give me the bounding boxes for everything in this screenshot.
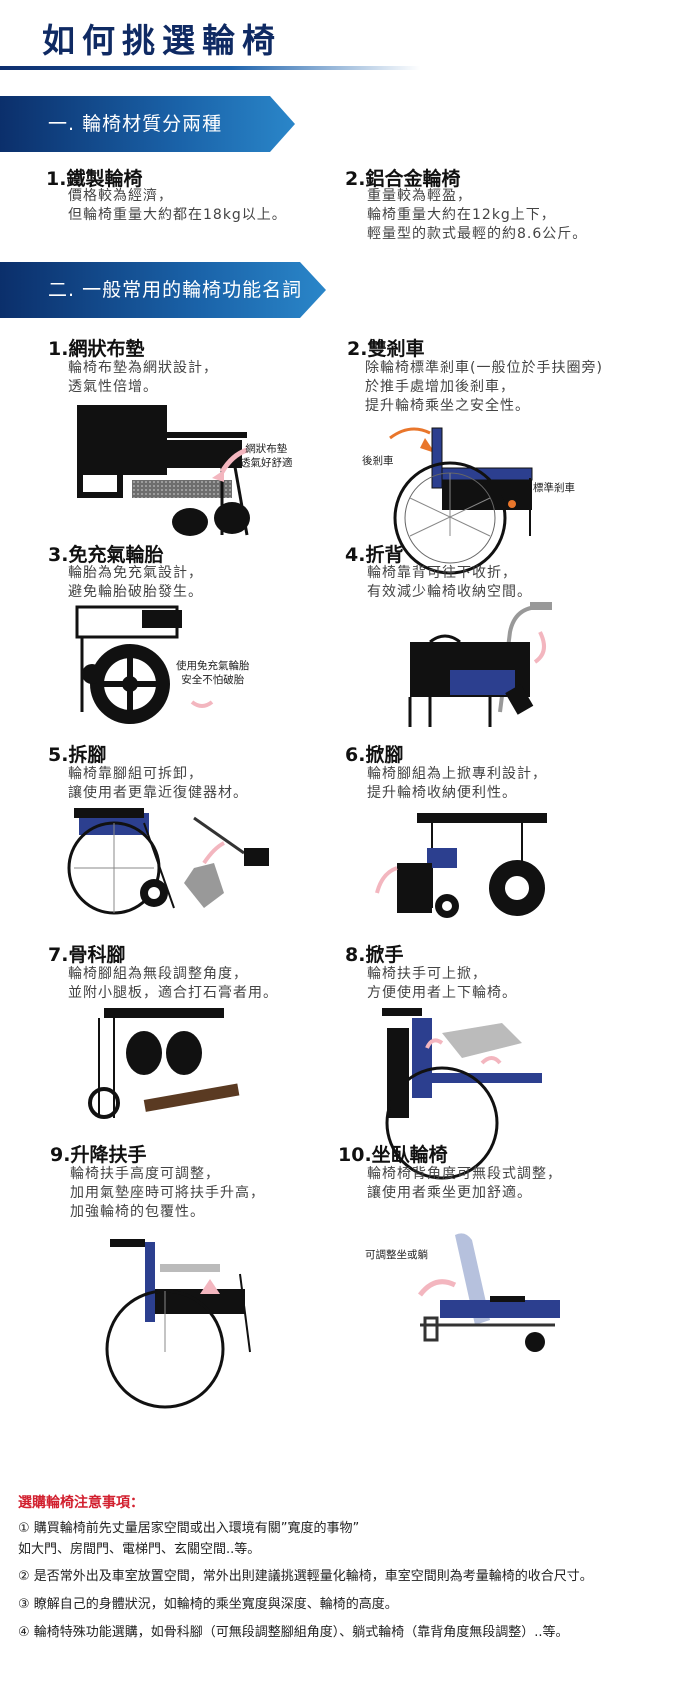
feature-desc-mesh-cushion: 輪椅布墊為網狀設計， 透氣性倍增。 [68,360,218,395]
feature-heading-swing-up-legrest: 6.掀腳 [345,744,404,766]
material-heading-aluminum: 2.鋁合金輪椅 [345,168,461,190]
feature-desc-dual-brake: 除輪椅標準剎車(一般位於手扶圈旁) 於推手處增加後剎車， 提升輪椅乘坐之安全性。 [365,360,603,414]
feature-heading-orthopedic-legrest: 7.骨科腳 [48,944,126,966]
feature-heading-swing-armrest: 8.掀手 [345,944,404,966]
removable-legrest-illustration [67,808,269,915]
feature-desc-reclining: 輪椅椅背角度可無段式調整， 讓使用者乘坐更加舒適。 [367,1166,562,1201]
callout-solid-tire: 使用免充氣輪胎 安全不怕破胎 [176,660,250,686]
callout-reclining: 可調整坐或躺 [365,1249,428,1261]
section-banner-features: 二. 一般常用的輪椅功能名詞 [0,262,330,318]
banner-arrow-shape [0,96,295,152]
section-label: 二. 一般常用的輪椅功能名詞 [48,279,303,301]
mesh-cushion-illustration [77,405,250,536]
note-item-1: ① 購買輪椅前先丈量居家空間或出入環境有關”寬度的事物” 如大門、房間門、電梯門… [18,1521,360,1557]
note-item-2: ② 是否常外出及車室放置空間，常外出則建議挑選輕量化輪椅，車室空間則為考量輪椅的… [18,1569,593,1584]
swing-up-legrest-illustration [375,813,547,918]
feature-heading-reclining: 10.坐臥輪椅 [338,1144,448,1166]
feature-desc-swing-up-legrest: 輪椅腳組為上掀專利設計， 提升輪椅收納便利性。 [367,766,547,801]
feature-heading-dual-brake: 2.雙剎車 [347,338,425,360]
title-underline [0,66,420,70]
callout-rear-brake: 後剎車 [362,455,394,467]
section-banner-materials: 一. 輪椅材質分兩種 [0,96,300,152]
orthopedic-legrest-illustration [88,1008,240,1119]
page-title: 如何挑選輪椅 [42,21,282,60]
feature-heading-folding-back: 4.折背 [345,544,404,566]
folding-back-illustration [408,602,552,727]
feature-heading-removable-legrest: 5.拆腳 [48,744,107,766]
reclining-illustration [418,1233,560,1352]
dual-brake-illustration [389,427,533,575]
callout-mesh-cushion: 網狀布墊 透氣好舒適 [240,443,293,469]
note-item-3: ③ 瞭解自己的身體狀況，如輪椅的乘坐寬度與深度、輪椅的高度。 [18,1597,398,1612]
feature-heading-height-armrest: 9.升降扶手 [50,1144,147,1166]
feature-desc-removable-legrest: 輪椅靠腳組可拆卸， 讓使用者更靠近復健器材。 [68,766,248,801]
material-desc-aluminum: 重量較為輕盈， 輪椅重量大約在12kg上下， 輕量型的款式最輕的約8.6公斤。 [367,188,588,242]
material-heading-iron: 1.鐵製輪椅 [46,168,143,190]
feature-desc-swing-armrest: 輪椅扶手可上掀， 方便使用者上下輪椅。 [367,966,517,1001]
solid-tire-illustration [75,605,214,724]
material-desc-iron: 價格較為經濟， 但輪椅重量大約都在18kg以上。 [68,188,287,223]
feature-heading-solid-tire: 3.免充氣輪胎 [48,544,164,566]
feature-desc-folding-back: 輪椅靠背可往下收折， 有效減少輪椅收納空間。 [367,565,532,600]
swing-armrest-illustration [382,1008,542,1180]
notes-title: 選購輪椅注意事項： [18,1495,144,1511]
banner-arrow-shape [0,262,326,318]
feature-desc-solid-tire: 輪胎為免充氣設計， 避免輪胎破胎發生。 [68,565,203,600]
section-label: 一. 輪椅材質分兩種 [48,113,223,135]
callout-standard-brake: 標準剎車 [533,482,575,494]
note-item-4: ④ 輪椅特殊功能選購，如骨科腳（可無段調整腳組角度）、躺式輪椅（靠背角度無段調整… [18,1625,569,1640]
height-armrest-illustration [105,1239,251,1409]
feature-heading-mesh-cushion: 1.網狀布墊 [48,338,145,360]
feature-desc-height-armrest: 輪椅扶手高度可調整， 加用氣墊座時可將扶手升高， 加強輪椅的包覆性。 [70,1166,265,1220]
feature-desc-orthopedic-legrest: 輪椅腳組為無段調整角度， 並附小腿板，適合打石膏者用。 [68,966,278,1001]
